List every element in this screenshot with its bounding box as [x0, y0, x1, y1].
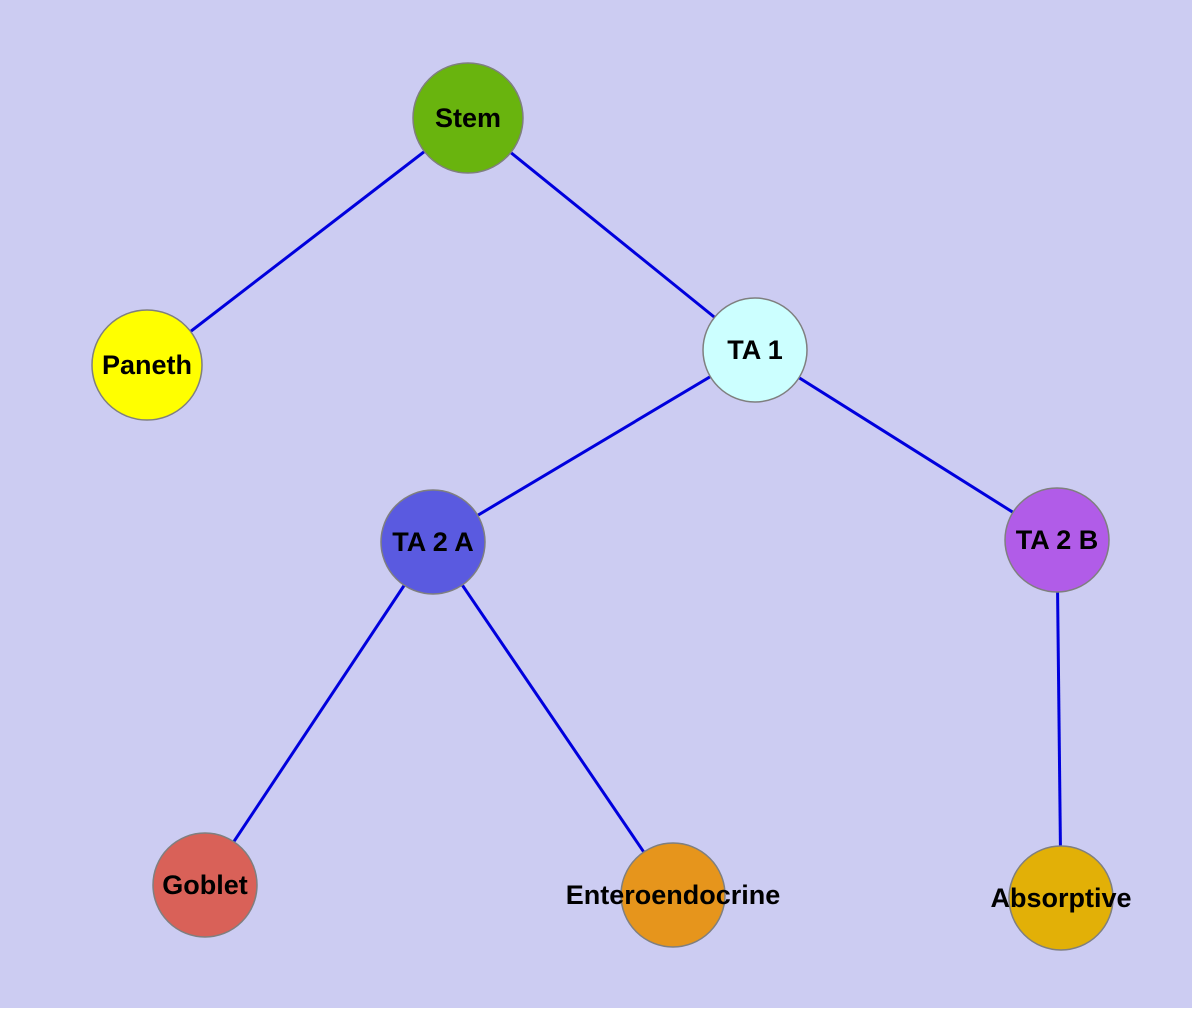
node-circle-goblet — [152, 832, 258, 938]
node-ta2a: TA 2 A — [380, 489, 486, 595]
node-label-enteroendocrine: Enteroendocrine — [566, 880, 781, 910]
node-label-goblet: Goblet — [162, 870, 248, 900]
node-circle-ta2a — [380, 489, 486, 595]
edge-ta2a-goblet — [203, 541, 435, 886]
node-goblet: Goblet — [152, 832, 258, 938]
node-ta1: TA 1 — [702, 297, 808, 403]
edge-ta1-ta2a — [432, 348, 756, 544]
node-enteroendocrine: Enteroendocrine — [566, 842, 781, 948]
node-label-ta2a: TA 2 A — [392, 527, 474, 557]
node-circle-absorptive — [1008, 845, 1114, 951]
edge-ta2a-enteroendocrine — [431, 541, 675, 896]
node-absorptive: Absorptive — [990, 845, 1132, 951]
node-circle-ta2b — [1004, 487, 1110, 593]
node-circle-stem — [412, 62, 524, 174]
node-stem: Stem — [412, 62, 524, 174]
edges-layer — [146, 116, 1063, 899]
edge-ta1-ta2b — [754, 348, 1058, 542]
node-circle-ta1 — [702, 297, 808, 403]
edge-stem-ta1 — [467, 116, 756, 352]
edge-ta2b-absorptive — [1055, 539, 1063, 899]
node-label-ta1: TA 1 — [727, 335, 783, 365]
node-paneth: Paneth — [91, 309, 203, 421]
edge-stem-paneth — [146, 116, 469, 367]
node-label-absorptive: Absorptive — [990, 883, 1131, 913]
node-circle-enteroendocrine — [620, 842, 726, 948]
node-label-ta2b: TA 2 B — [1016, 525, 1099, 555]
node-label-stem: Stem — [435, 103, 501, 133]
node-label-paneth: Paneth — [102, 350, 192, 380]
node-ta2b: TA 2 B — [1004, 487, 1110, 593]
node-circle-paneth — [91, 309, 203, 421]
